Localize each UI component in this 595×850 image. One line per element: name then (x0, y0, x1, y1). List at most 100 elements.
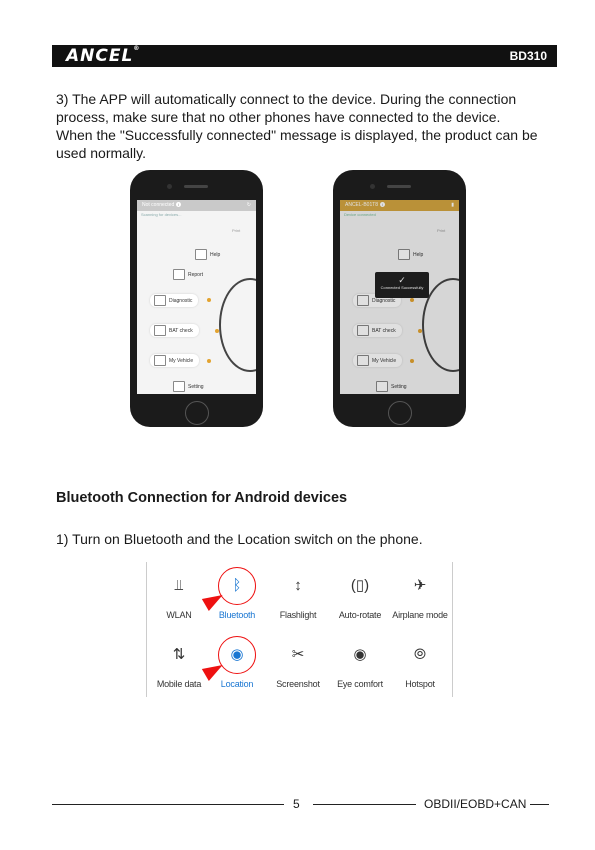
qs-label: WLAN (166, 610, 192, 620)
qs-label: Mobile data (156, 679, 202, 689)
menu-setting[interactable]: Setting (173, 380, 204, 393)
model-label: BD310 (509, 49, 547, 63)
connect-status: Device connected (344, 212, 376, 217)
eye-comfort-icon: ◉ (353, 646, 367, 663)
info-icon: i (176, 202, 182, 208)
refresh-icon[interactable]: ↻ (246, 202, 251, 208)
bluetooth-icon: ᛒ (218, 567, 256, 605)
airplane-icon: ✈ (413, 577, 427, 594)
intro-paragraph: 3) The APP will automatically connect to… (56, 90, 556, 162)
menu-dot (215, 329, 219, 333)
footer-rule (313, 804, 416, 805)
auto-rotate-icon: (▯) (350, 577, 370, 594)
diagnostic-icon (357, 295, 369, 306)
setting-icon (376, 381, 388, 392)
check-icon: ✓ (398, 275, 406, 285)
vehicle-icon (357, 355, 369, 366)
scan-status: Scanning for devices... (141, 212, 182, 217)
qs-label: Flashlight (279, 610, 317, 620)
hotspot-icon: ⦾ (413, 646, 426, 663)
success-toast: ✓ Connected Successfully (375, 272, 429, 298)
print-label[interactable]: Print (232, 228, 241, 233)
ancel-logo: ANCEL® (66, 45, 141, 66)
screenshot-icon: ✂ (291, 646, 305, 663)
info-icon: i (380, 202, 386, 208)
header-bar: ANCEL® BD310 (52, 45, 557, 67)
toast-message: Connected Successfully (380, 285, 424, 290)
menu-diagnostic[interactable]: Diagnostic (150, 294, 199, 307)
help-icon (195, 249, 207, 260)
menu-dot (207, 359, 211, 363)
menu-report[interactable]: Report (173, 268, 203, 281)
menu-bat-check[interactable]: BAT check (150, 324, 199, 337)
menu-dot (207, 298, 211, 302)
menu-dot (410, 298, 414, 302)
footer-rule (52, 804, 284, 805)
vehicle-icon (154, 355, 166, 366)
gauge-dial (219, 278, 256, 372)
highlight-circle (218, 636, 256, 674)
qs-tile-location[interactable]: ◉ Location (205, 636, 269, 689)
menu-diagnostic[interactable]: Diagnostic (353, 294, 402, 307)
highlight-circle (218, 567, 256, 605)
intro-line: 3) The APP will automatically connect to… (56, 91, 517, 107)
mobile-data-icon: ⇅ (172, 646, 186, 663)
qs-tile-screenshot[interactable]: ✂ Screenshot (266, 640, 330, 689)
qs-label: Location (220, 679, 254, 689)
camera (370, 184, 375, 189)
home-button (388, 401, 412, 425)
speaker (184, 185, 208, 188)
diagnostic-icon (154, 295, 166, 306)
menu-my-vehicle[interactable]: My Vehicle (353, 354, 403, 367)
footer-rule (530, 804, 549, 805)
signal-icon: ▮ (451, 202, 454, 208)
location-icon: ◉ (218, 636, 256, 674)
wifi-icon: ⫫ (174, 577, 184, 594)
qs-label: Airplane mode (392, 610, 448, 620)
help-icon (398, 249, 410, 260)
menu-setting[interactable]: Setting (376, 380, 407, 393)
camera (167, 184, 172, 189)
print-label[interactable]: Print (437, 228, 446, 233)
intro-line: When the "Successfully connected" messag… (56, 127, 538, 143)
report-icon (173, 269, 185, 280)
speaker (387, 185, 411, 188)
qs-tile-auto-rotate[interactable]: (▯) Auto-rotate (328, 571, 392, 620)
page-number: 5 (293, 797, 300, 811)
qs-label: Screenshot (276, 679, 320, 689)
intro-line: used normally. (56, 145, 147, 161)
qs-label: Eye comfort (337, 679, 383, 689)
step-instruction: 1) Turn on Bluetooth and the Location sw… (56, 531, 423, 547)
menu-help[interactable]: Help (398, 248, 423, 261)
intro-line: process, make sure that no other phones … (56, 109, 501, 125)
quick-settings-panel: ⫫ WLAN ᛒ Bluetooth ↕ Flashlight (▯) Auto… (146, 562, 453, 697)
footer: 5 OBDII/EOBD+CAN (0, 797, 595, 813)
qs-tile-airplane-mode[interactable]: ✈ Airplane mode (388, 571, 452, 620)
qs-label: Bluetooth (218, 610, 256, 620)
menu-dot (410, 359, 414, 363)
protocol-label: OBDII/EOBD+CAN (424, 797, 527, 811)
qs-tile-wlan[interactable]: ⫫ WLAN (147, 571, 211, 620)
connection-status: Not connected (142, 202, 175, 208)
home-button (185, 401, 209, 425)
qs-tile-hotspot[interactable]: ⦾ Hotspot (388, 640, 452, 689)
setting-icon (173, 381, 185, 392)
qs-tile-flashlight[interactable]: ↕ Flashlight (266, 571, 330, 620)
section-heading: Bluetooth Connection for Android devices (56, 490, 348, 506)
menu-my-vehicle[interactable]: My Vehicle (150, 354, 200, 367)
qs-label: Hotspot (405, 679, 435, 689)
qs-tile-bluetooth[interactable]: ᛒ Bluetooth (205, 567, 269, 620)
qs-tile-eye-comfort[interactable]: ◉ Eye comfort (328, 640, 392, 689)
flashlight-icon: ↕ (294, 577, 302, 594)
menu-bat-check[interactable]: BAT check (353, 324, 402, 337)
qs-tile-mobile-data[interactable]: ⇅ Mobile data (147, 640, 211, 689)
menu-dot (418, 329, 422, 333)
battery-icon (357, 325, 369, 336)
menu-help[interactable]: Help (195, 248, 220, 261)
gauge-dial (422, 278, 459, 372)
